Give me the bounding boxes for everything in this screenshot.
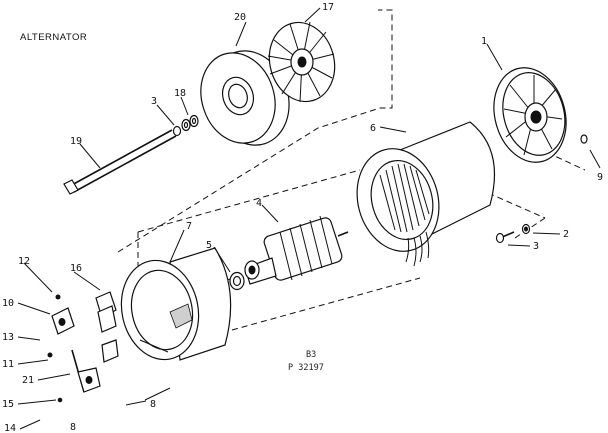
callout-3: 3 [151, 96, 157, 107]
brush-parts [47, 291, 171, 403]
callout-18: 18 [174, 88, 186, 99]
callout-5: 5 [206, 240, 212, 251]
washer-parts [172, 114, 199, 137]
callout-13: 13 [2, 332, 14, 343]
reference-line-2: P 32197 [288, 363, 324, 373]
fan-part [267, 21, 336, 103]
callout-15: 15 [2, 399, 14, 410]
callout-17: 17 [322, 2, 334, 13]
end-ring-part [200, 50, 290, 146]
callout-14: 14 [4, 423, 16, 433]
leader-lines [17, 7, 601, 430]
through-bolt-part [63, 129, 177, 195]
callout-11: 11 [2, 359, 14, 370]
diagram-title: ALTERNATOR [20, 32, 87, 43]
callout-6: 6 [370, 123, 376, 134]
end-bell-part [493, 67, 567, 163]
callout-1: 1 [481, 36, 487, 47]
callout-8: 8 [150, 399, 156, 410]
stator-part [356, 121, 496, 267]
bearing-part [229, 271, 245, 291]
callout-21: 21 [22, 375, 34, 386]
rotor-part [244, 215, 349, 285]
callout-2: 2 [563, 229, 569, 240]
bolt-washer-parts [495, 134, 588, 244]
callout-16: 16 [70, 263, 82, 274]
callout-19: 19 [70, 136, 82, 147]
callout-9: 9 [597, 172, 603, 183]
front-housing-part [120, 247, 232, 361]
callout-8b: 8 [70, 422, 76, 433]
callout-10: 10 [2, 298, 14, 309]
callout-12: 12 [18, 256, 30, 267]
callout-4: 4 [256, 198, 262, 209]
callout-20: 20 [234, 12, 246, 23]
callout-3b: 3 [533, 241, 539, 252]
callout-7: 7 [186, 221, 192, 232]
reference-line-1: B3 [306, 350, 316, 360]
